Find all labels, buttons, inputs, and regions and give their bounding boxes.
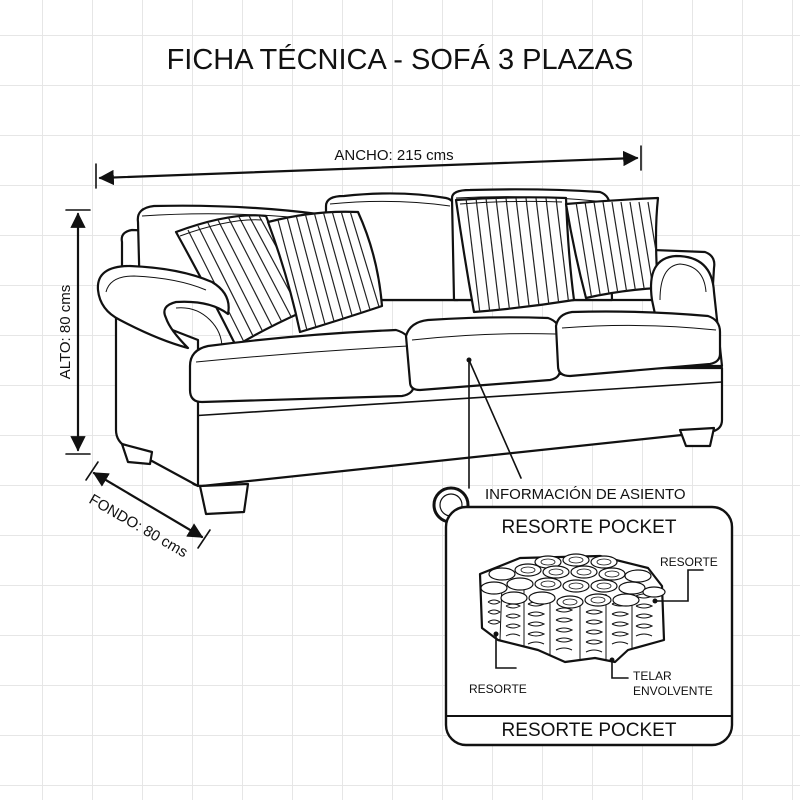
- fabric-callout-line2: ENVOLVENTE: [633, 684, 713, 698]
- height-dimension: ALTO: 80 cms: [57, 209, 91, 455]
- page-title: FICHA TÉCNICA - SOFÁ 3 PLAZAS: [167, 43, 634, 76]
- spring-callout-right: RESORTE: [660, 555, 718, 569]
- spring-coil-tops: [480, 553, 666, 609]
- spring-callouts: RESORTE RESORTE TELAR ENVOLVENTE: [469, 555, 718, 698]
- spring-box-footer: RESORTE POCKET: [502, 720, 677, 741]
- height-label: ALTO: 80 cms: [57, 285, 74, 379]
- sofa-leg-back-left: [120, 442, 154, 466]
- spring-callout-left: RESORTE: [469, 682, 527, 696]
- left-arm: [114, 306, 200, 488]
- pocket-spring-block: [478, 553, 666, 664]
- seat-cushion-right: [554, 310, 722, 378]
- spring-box-title: RESORTE POCKET: [502, 517, 677, 538]
- width-dimension: ANCHO: 215 cms: [95, 145, 642, 189]
- seat-cushion-center: [404, 316, 562, 392]
- spring-info-box: RESORTE POCKET RESORTE POCKET: [444, 505, 734, 747]
- seat-cushion-left: [188, 328, 416, 404]
- sofa-leg-front-left: [198, 482, 250, 516]
- fabric-callout-line1: TELAR: [633, 669, 672, 683]
- sofa-drawing: [96, 188, 724, 516]
- sofa-leg-right: [678, 426, 716, 448]
- throw-pillow-3: [454, 196, 576, 314]
- depth-label: FONDO: 80 cms: [86, 491, 191, 561]
- width-label: ANCHO: 215 cms: [334, 147, 453, 164]
- seat-info-callout: INFORMACIÓN DE ASIENTO: [466, 357, 686, 503]
- throw-pillow-2: [266, 210, 384, 334]
- throw-pillow-4: [564, 196, 660, 300]
- seat-info-label: INFORMACIÓN DE ASIENTO: [485, 486, 686, 503]
